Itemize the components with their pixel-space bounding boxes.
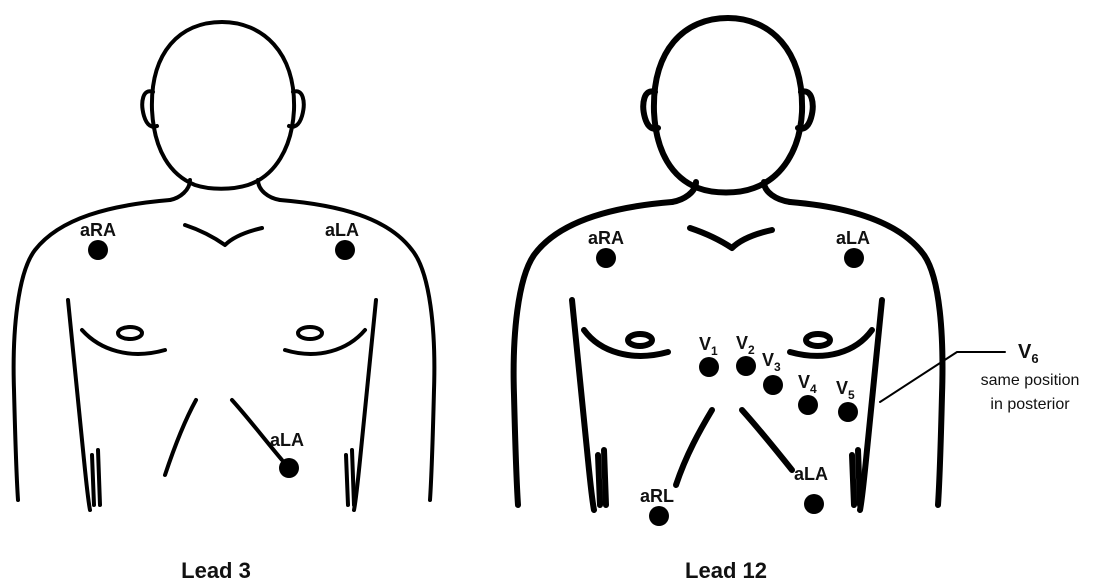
electrode-label: aLA bbox=[794, 464, 828, 484]
electrode-ra bbox=[88, 240, 108, 260]
electrodes-lead-12: aRA aLA aRL aLA V1 V2 V3 V4 V5 bbox=[588, 228, 870, 526]
v6-note-line2: in posterior bbox=[990, 396, 1070, 413]
electrode-label: aRA bbox=[80, 220, 116, 240]
electrode-ra bbox=[596, 248, 616, 268]
caption-lead-3: Lead 3 bbox=[181, 558, 251, 583]
v6-label: V6 bbox=[1018, 341, 1039, 366]
precordial-label-v4: V4 bbox=[798, 372, 817, 396]
precordial-label-v1: V1 bbox=[699, 334, 718, 358]
precordial-label-v2: V2 bbox=[736, 333, 755, 357]
collarbone bbox=[690, 228, 772, 248]
electrode-label: aLA bbox=[836, 228, 870, 248]
precordial-label-v3: V3 bbox=[762, 350, 781, 374]
nipple-left bbox=[118, 327, 142, 339]
electrode-v3 bbox=[763, 375, 783, 395]
head-outline bbox=[654, 18, 802, 193]
electrode-label: aLA bbox=[325, 220, 359, 240]
electrode-label: aRA bbox=[588, 228, 624, 248]
elbow-right bbox=[346, 450, 354, 505]
ribcage-left bbox=[165, 400, 196, 475]
electrode-ll bbox=[279, 458, 299, 478]
nipple-left bbox=[628, 334, 652, 346]
neck-right bbox=[764, 182, 790, 202]
electrode-v4 bbox=[798, 395, 818, 415]
nipple-right bbox=[806, 334, 830, 346]
shoulder-right bbox=[280, 200, 434, 500]
electrode-la bbox=[335, 240, 355, 260]
caption-lead-12: Lead 12 bbox=[685, 558, 767, 583]
ribcage-right bbox=[742, 410, 792, 470]
electrode-ll bbox=[804, 494, 824, 514]
electrodes-lead-3: aRA aLA aLA bbox=[80, 220, 359, 478]
electrode-la bbox=[844, 248, 864, 268]
elbow-right bbox=[852, 450, 860, 505]
elbow-left bbox=[598, 450, 606, 505]
electrode-label: aLA bbox=[270, 430, 304, 450]
nipple-right bbox=[298, 327, 322, 339]
electrode-label: aRL bbox=[640, 486, 674, 506]
electrode-rl bbox=[649, 506, 669, 526]
collarbone bbox=[185, 225, 262, 245]
electrode-v1 bbox=[699, 357, 719, 377]
inner-arm-left bbox=[68, 300, 90, 510]
torso-lead-3 bbox=[14, 22, 435, 510]
elbow-left bbox=[92, 450, 100, 505]
electrode-v5 bbox=[838, 402, 858, 422]
v6-note-line1: same position bbox=[981, 372, 1080, 389]
v6-callout: V6 same position in posterior bbox=[880, 341, 1079, 413]
ribcage-left bbox=[676, 410, 712, 485]
electrode-v2 bbox=[736, 356, 756, 376]
neck-right bbox=[258, 180, 280, 200]
precordial-label-v5: V5 bbox=[836, 378, 855, 402]
torso-lead-12 bbox=[514, 18, 943, 510]
pec-left bbox=[82, 330, 165, 354]
head-outline bbox=[152, 22, 294, 189]
